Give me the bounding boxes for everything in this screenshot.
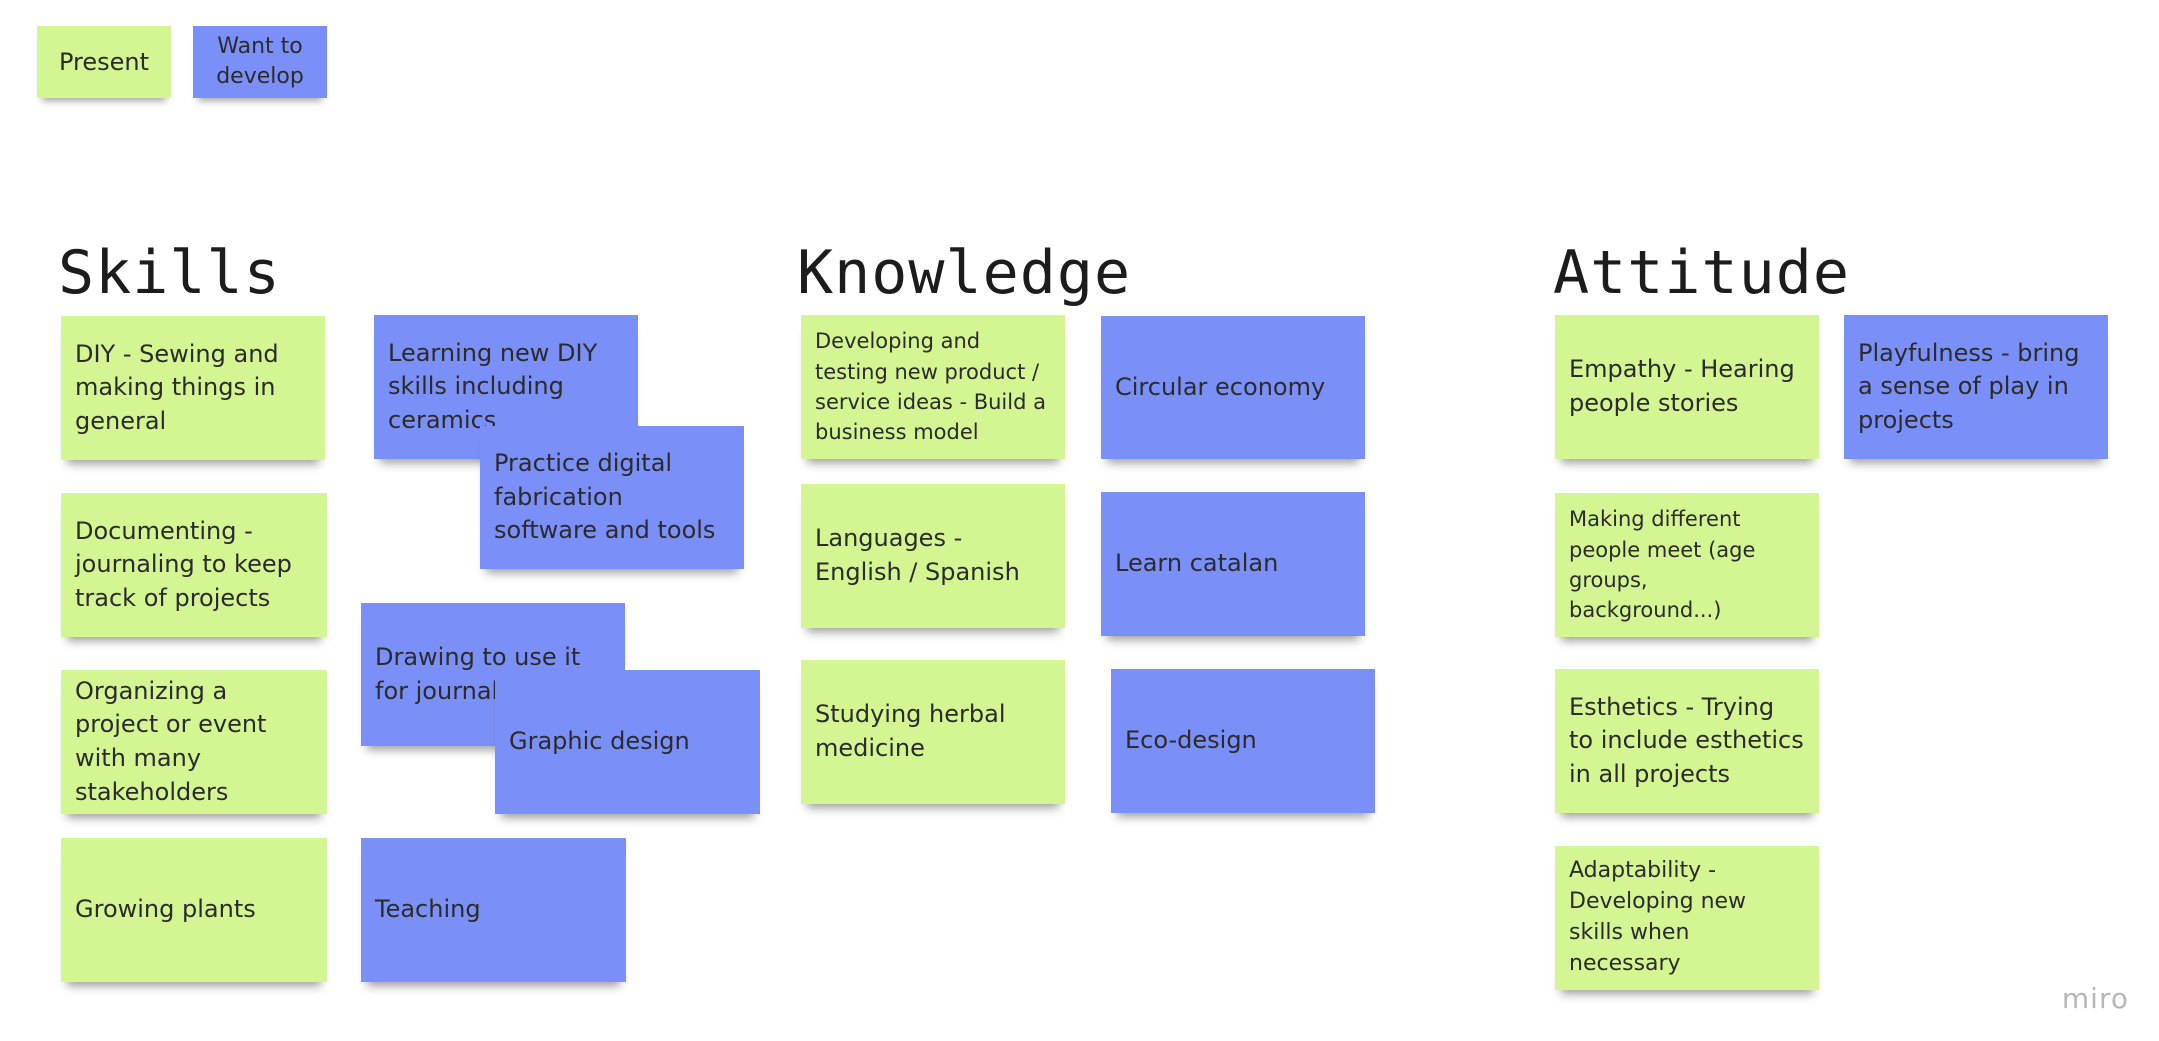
sticky-note-text: DIY - Sewing and making things in genera… [75,339,279,435]
sticky-note[interactable]: Playfulness - bring a sense of play in p… [1844,315,2108,459]
sticky-note-text: Empathy - Hearing people stories [1569,355,1795,417]
sticky-note-text: Documenting - journaling to keep track o… [75,516,292,612]
sticky-note-text: Learn catalan [1115,549,1279,578]
sticky-note-text: Practice digital fabrication software an… [494,449,716,545]
sticky-note-text: Studying herbal medicine [815,700,1006,762]
sticky-note-text: Esthetics - Trying to include esthetics … [1569,692,1804,788]
sticky-note[interactable]: Circular economy [1101,316,1365,459]
sticky-note[interactable]: Adaptability - Developing new skills whe… [1555,846,1819,990]
sticky-note[interactable]: Esthetics - Trying to include esthetics … [1555,669,1819,813]
sticky-note[interactable]: Studying herbal medicine [801,660,1065,804]
sticky-note-text: Circular economy [1115,372,1326,401]
sticky-note[interactable]: Making different people meet (age groups… [1555,493,1819,637]
attitude-heading: Attitude [1553,238,1850,308]
sticky-note[interactable]: Documenting - journaling to keep track o… [61,493,327,637]
legend-present-note[interactable]: Present [37,26,171,98]
sticky-note[interactable]: Organizing a project or event with many … [61,670,327,814]
sticky-note[interactable]: Languages - English / Spanish [801,484,1065,628]
skills-heading: Skills [58,238,281,308]
legend-present-label: Present [58,48,150,76]
sticky-note[interactable]: Practice digital fabrication software an… [480,426,744,569]
sticky-note[interactable]: Teaching [361,838,626,982]
legend-want-to-develop-label: Want to develop [216,34,304,89]
sticky-note-text: Making different people meet (age groups… [1569,507,1756,623]
sticky-note-text: Eco-design [1125,726,1257,755]
sticky-note-text: Organizing a project or event with many … [75,676,267,806]
knowledge-heading: Knowledge [797,238,1132,308]
sticky-note[interactable]: Eco-design [1111,669,1375,813]
sticky-note[interactable]: DIY - Sewing and making things in genera… [61,316,325,460]
legend-want-to-develop-note[interactable]: Want to develop [193,26,327,98]
sticky-note-text: Graphic design [509,727,690,756]
sticky-note[interactable]: Learn catalan [1101,492,1365,636]
miro-logo: miro [2061,982,2129,1015]
sticky-note[interactable]: Developing and testing new product / ser… [801,315,1065,459]
sticky-note-text: Developing and testing new product / ser… [815,329,1046,445]
sticky-note-text: Languages - English / Spanish [815,524,1020,586]
sticky-note-text: Growing plants [75,895,256,924]
sticky-note[interactable]: Empathy - Hearing people stories [1555,315,1819,459]
sticky-note-text: Learning new DIY skills including cerami… [388,338,598,434]
sticky-note-text: Teaching [375,895,481,924]
sticky-note[interactable]: Growing plants [61,838,327,982]
sticky-note-text: Adaptability - Developing new skills whe… [1569,858,1747,976]
sticky-note-text: Playfulness - bring a sense of play in p… [1858,338,2080,434]
sticky-note[interactable]: Graphic design [495,670,760,814]
